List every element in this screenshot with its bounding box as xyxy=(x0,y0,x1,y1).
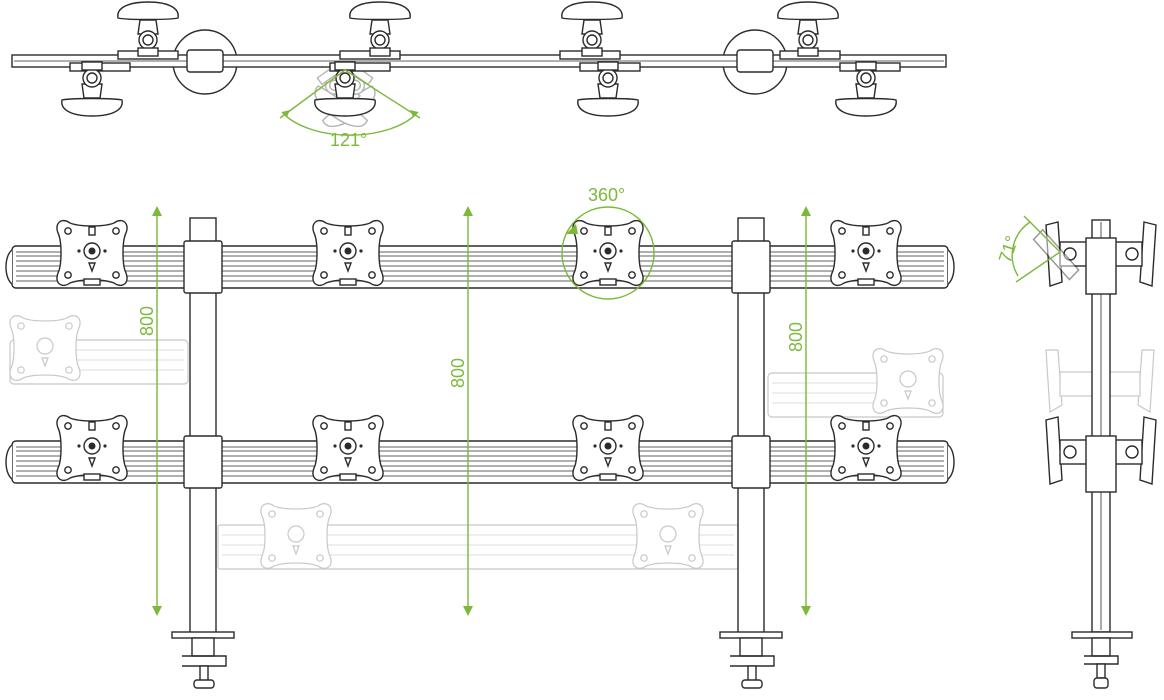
ghost-rail-left xyxy=(9,315,189,385)
height-label-right: 800 xyxy=(786,322,806,352)
height-label-middle: 800 xyxy=(448,358,468,388)
side-view: 71° xyxy=(995,215,1157,689)
rail-bottom xyxy=(5,440,955,484)
height-dimension-middle xyxy=(463,206,473,616)
swivel-angle-marker xyxy=(279,69,421,136)
tilt-angle-marker xyxy=(1011,215,1061,283)
height-label-left: 800 xyxy=(137,306,157,336)
rotation-angle-label: 360° xyxy=(588,185,625,205)
tilt-angle-label: 71° xyxy=(995,233,1022,265)
desk-clamp-left xyxy=(171,631,235,689)
top-view: 121° xyxy=(11,1,947,150)
rotation-angle-marker xyxy=(561,206,655,300)
desk-clamp-right xyxy=(719,631,783,689)
side-desk-clamp xyxy=(1071,631,1133,689)
front-view: 360° 800 800 800 xyxy=(5,185,955,689)
ghost-rail-bottom xyxy=(217,503,739,570)
height-dimension-right xyxy=(801,206,811,616)
height-dimension-left xyxy=(152,206,162,616)
ghost-rail-right xyxy=(767,348,944,418)
swivel-angle-label: 121° xyxy=(330,130,367,150)
rail-top xyxy=(5,245,955,289)
